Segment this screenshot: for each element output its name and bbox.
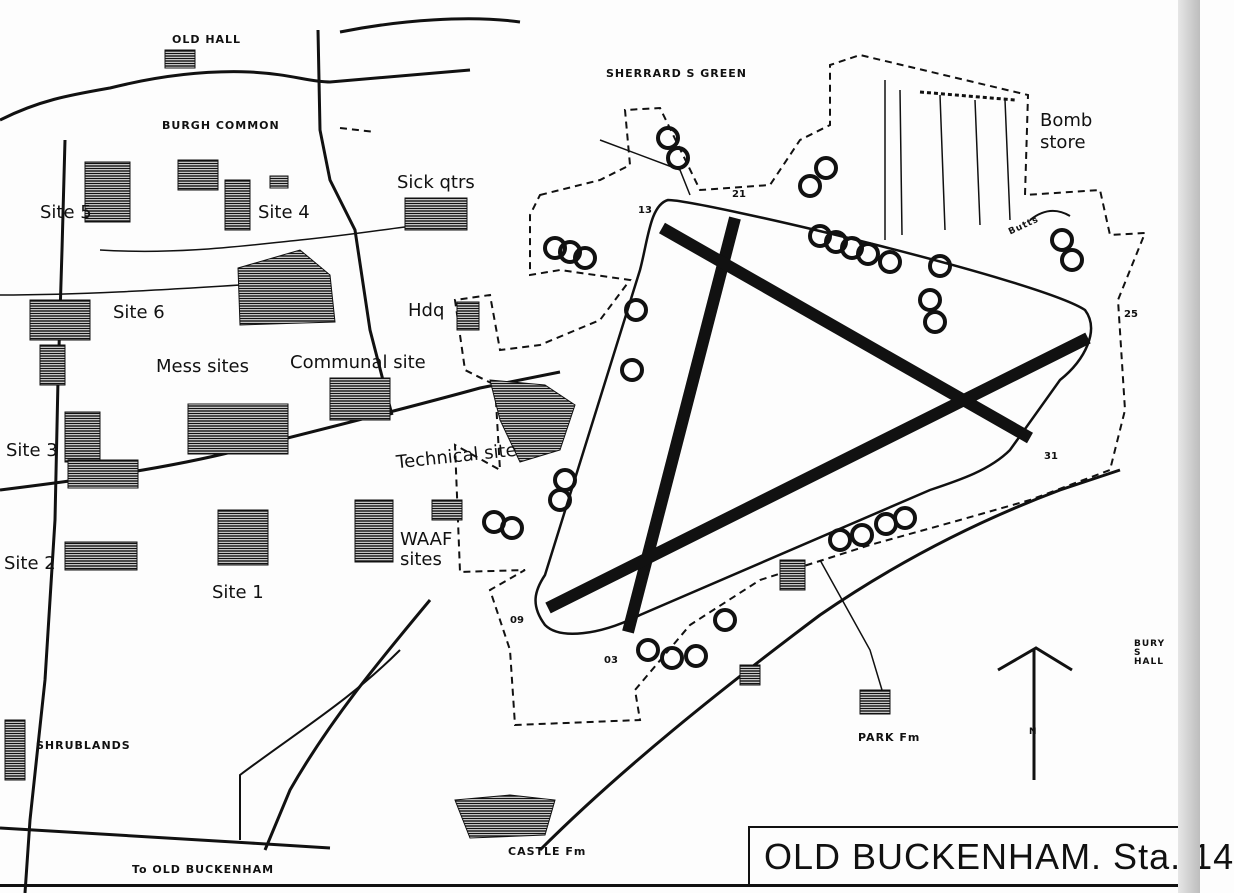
label-mess-sites: Mess sites	[156, 356, 249, 377]
runway-09-25	[545, 332, 1091, 614]
road-lane-mess	[0, 284, 241, 296]
runway-13-31	[659, 222, 1033, 444]
label-to-old-buckenham: To OLD BUCKENHAM	[132, 863, 275, 876]
building-blocks	[4, 49, 891, 839]
label-bomb-store: Bomb store	[1040, 110, 1093, 153]
road-sherrards	[599, 139, 691, 196]
runway-label-03: 03	[604, 655, 618, 666]
label-site-4: Site 4	[258, 202, 310, 223]
road-diagonal-sw	[263, 599, 432, 851]
road-bottom	[0, 826, 331, 850]
page-edge-shadow	[1178, 0, 1200, 893]
roads	[0, 17, 1121, 893]
perimeter-track	[534, 198, 1093, 635]
label-site-1: Site 1	[212, 582, 264, 603]
road-lane-north	[339, 17, 521, 34]
label-sick-qtrs: Sick qtrs	[397, 172, 475, 193]
road-north-south	[316, 29, 394, 416]
bottom-rule	[0, 884, 1200, 887]
label-hdq: Hdq	[408, 300, 445, 321]
road-lane-mid	[99, 224, 421, 253]
bomb-store-area	[884, 80, 1016, 240]
north-arrow	[997, 646, 1073, 780]
airfield-map	[0, 17, 1147, 893]
label-waaf-sites: WAAF sites	[400, 529, 453, 570]
runway-label-21: 21	[732, 189, 746, 200]
road-diagonal-sw2	[239, 649, 401, 840]
map-title: OLD BUCKENHAM. Sta. 14	[764, 836, 1234, 877]
road-east-curve	[538, 468, 1121, 852]
label-park-fm: PARK Fm	[858, 731, 921, 744]
north-label: N	[1029, 727, 1038, 737]
runway-label-31: 31	[1044, 451, 1058, 462]
runway-03-21	[622, 216, 741, 634]
road-park	[819, 559, 886, 701]
road-west	[23, 139, 67, 893]
label-burgh-common: BURGH COMMON	[162, 119, 280, 132]
label-site-5: Site 5	[40, 202, 92, 223]
label-burys-hall: BURY S HALL	[1134, 639, 1166, 667]
label-shrublands: SHRUBLANDS	[36, 739, 131, 752]
runway-label-13: 13	[638, 205, 652, 216]
label-old-hall: OLD HALL	[172, 33, 242, 46]
label-sherrards-green: SHERRARD S GREEN	[606, 67, 748, 80]
runway-label-09: 09	[510, 615, 524, 626]
label-site-3: Site 3	[6, 440, 58, 461]
runway-label-25: 25	[1124, 309, 1138, 320]
title-box: OLD BUCKENHAM. Sta. 14	[748, 826, 1233, 884]
label-castle-fm: CASTLE Fm	[508, 845, 587, 858]
runways	[545, 216, 1091, 634]
label-site-2: Site 2	[4, 553, 56, 574]
butts-arc	[1029, 209, 1071, 221]
road-top	[0, 68, 471, 122]
label-site-6: Site 6	[113, 302, 165, 323]
airfield-boundary	[339, 53, 1147, 727]
label-communal-site: Communal site	[290, 352, 426, 373]
